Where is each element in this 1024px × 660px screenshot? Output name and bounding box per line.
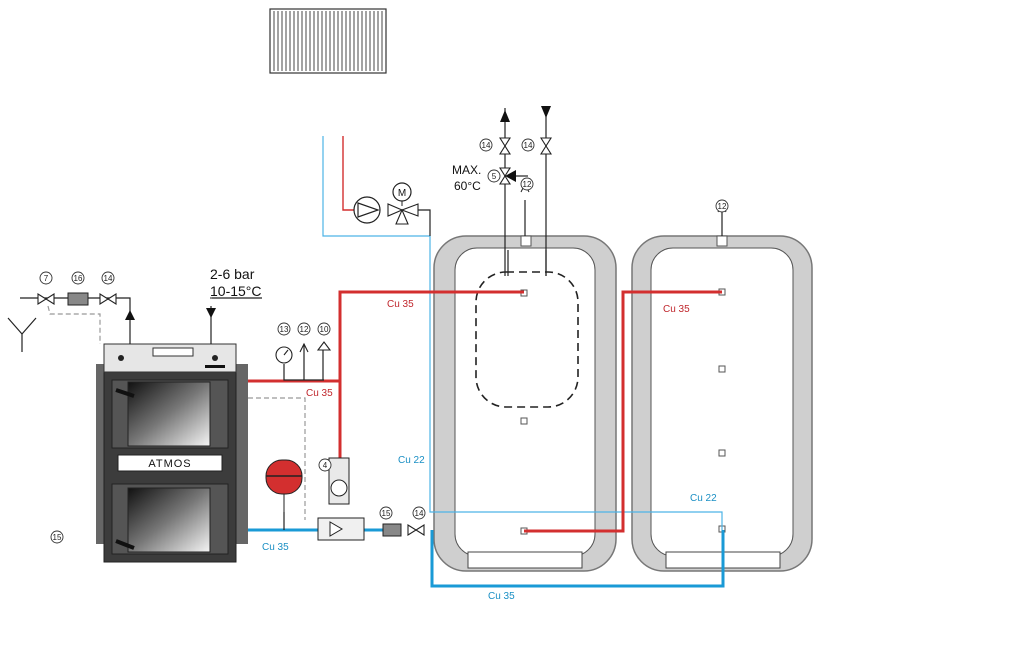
component-number-label: 13	[280, 325, 289, 334]
pipe-label-cu35-tank1: Cu 35	[387, 299, 414, 310]
component-number-label: 14	[104, 274, 113, 283]
pressure-label-bar: 2-6 bar	[210, 266, 255, 282]
component-numbers: 7 16 14 13 12 10 4 15 14 15 14 14 5 12 12	[39, 138, 729, 544]
component-number-label: 5	[492, 172, 497, 181]
component-number-n15_bottom: 15	[50, 530, 64, 544]
expansion-tank	[265, 459, 303, 512]
safety-group	[275, 341, 332, 364]
component-number-n16: 16	[71, 271, 85, 285]
component-number-label: 16	[74, 274, 83, 283]
component-number-n4: 4	[318, 458, 332, 472]
storage-tank-1	[433, 235, 617, 572]
component-number-n15_filter: 15	[379, 506, 393, 520]
boiler-brand: ATMOS	[148, 458, 191, 470]
component-number-label: 14	[415, 509, 424, 518]
pipe-label-cu35-tank2: Cu 35	[663, 304, 690, 315]
component-number-n12_tank1: 12	[520, 177, 534, 191]
component-number-n14_top_left: 14	[479, 138, 493, 152]
storage-tank-2	[631, 235, 813, 572]
pipe-label-cu35-boiler-return: Cu 35	[262, 542, 289, 553]
dashed-lines	[47, 305, 306, 520]
max-temp-label: MAX.	[452, 163, 481, 177]
circulation-pump	[353, 196, 381, 224]
component-number-n13: 13	[277, 322, 291, 336]
valve-motor: M	[392, 182, 412, 206]
component-number-label: 4	[323, 461, 328, 470]
strainer-icon	[382, 523, 402, 537]
component-number-n14_top_right: 14	[521, 138, 535, 152]
component-number-n14_bottom: 14	[412, 506, 426, 520]
component-number-label: 14	[524, 141, 533, 150]
component-number-n7: 7	[39, 271, 53, 285]
component-number-label: 7	[44, 274, 49, 283]
thin-blue-pipes	[322, 136, 723, 530]
pipe-label-cu22-right: Cu 22	[690, 493, 717, 504]
radiator	[269, 8, 387, 74]
max-temp-value: 60°C	[454, 179, 481, 193]
component-number-label: 14	[482, 141, 491, 150]
svg-text:M: M	[398, 188, 406, 199]
pipe-arrows	[125, 106, 551, 320]
hot-pipes	[248, 290, 722, 533]
mixing-unit	[317, 457, 365, 541]
component-number-n14_left: 14	[101, 271, 115, 285]
component-number-label: 12	[300, 325, 309, 334]
component-number-n5: 5	[487, 169, 501, 183]
component-number-label: 12	[718, 202, 727, 211]
strainer-icon	[67, 292, 89, 306]
component-number-n10: 10	[317, 322, 331, 336]
pressure-label-temp: 10-15°C	[210, 283, 262, 299]
valves	[37, 137, 552, 536]
component-number-label: 15	[53, 533, 62, 542]
boiler: ATMOS	[96, 343, 248, 563]
return-pipes	[248, 528, 725, 588]
mix-valve-arrow-icon	[505, 170, 516, 182]
component-number-label: 10	[320, 325, 329, 334]
component-number-label: 15	[382, 509, 391, 518]
hot-pipe-thin	[342, 136, 354, 211]
component-number-n12_tank2: 12	[715, 199, 729, 213]
pipe-label-cu22-left: Cu 22	[398, 455, 425, 466]
pipe-label-cu35-boiler: Cu 35	[306, 388, 333, 399]
component-number-n12_safety: 12	[297, 322, 311, 336]
pipe-label-cu35-bottom: Cu 35	[488, 591, 515, 602]
drain-funnel-icon	[7, 317, 37, 352]
component-number-label: 12	[523, 180, 532, 189]
